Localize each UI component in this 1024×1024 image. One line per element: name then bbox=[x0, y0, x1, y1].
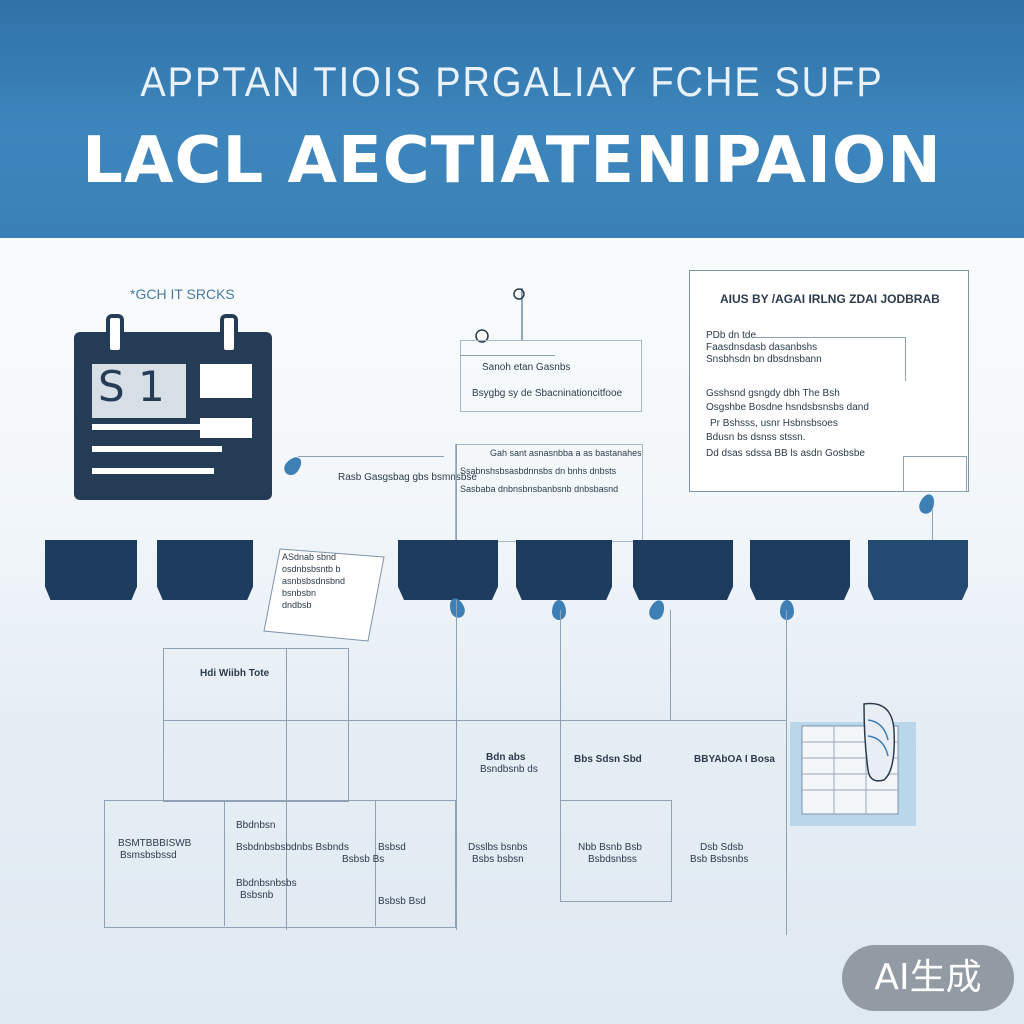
center-para-1: Gah sant asnasnbba a as bastanahes bbox=[490, 448, 642, 458]
calendar-number: S 1 bbox=[98, 362, 165, 411]
connector-drop bbox=[917, 492, 937, 516]
grid-label: Bsndbsnb ds bbox=[480, 764, 538, 775]
right-card-line: Pr Bshsss, usnr Hsbnsbsoes bbox=[710, 418, 838, 429]
right-card-line: Faasdnsdasb dasanbshs bbox=[706, 342, 818, 353]
mid-note-line: ASdnab sbnd bbox=[282, 552, 337, 562]
mid-note-line: bsnbsbn bbox=[282, 588, 317, 598]
step-tab bbox=[750, 540, 850, 600]
grid-cell: Bsbsb Bsd bbox=[378, 896, 426, 907]
note-sheet-icon bbox=[263, 548, 385, 642]
grid-cell: Bsb Bsbsnbs bbox=[690, 854, 749, 865]
right-card-line: Bdusn bs dsnss stssn. bbox=[706, 432, 806, 443]
connector-drop bbox=[281, 453, 305, 479]
mid-note-line: asnbsbsdnsbnd bbox=[282, 576, 346, 586]
ai-generated-badge: AI生成 bbox=[842, 945, 1014, 1011]
grid-cell: Dsb Sdsb bbox=[700, 842, 744, 853]
grid-label: BBYAbOA I Bosa bbox=[694, 754, 775, 765]
grid-label: Bbs Sdsn Sbd bbox=[574, 754, 642, 765]
grid-cell: Nbb Bsnb Bsb bbox=[578, 842, 642, 853]
banner-title: LACL AECTIATENIPAION bbox=[82, 124, 942, 198]
banner-subtitle: APPTAN TIOIS PRGALIAY FCHE SUFP bbox=[140, 59, 884, 107]
grid-table bbox=[104, 800, 456, 928]
right-card-line: Gsshsnd gsngdy dbh The Bsh bbox=[706, 388, 840, 399]
mid-note-line: dndbsb bbox=[282, 600, 312, 610]
step-tab bbox=[45, 540, 137, 600]
connector-drop bbox=[647, 598, 667, 622]
left-note: Rasb Gasgsbag gbs bsmnsbse bbox=[338, 472, 477, 483]
grid-box-a-label: Hdi Wiibh Tote bbox=[200, 668, 270, 679]
step-tab bbox=[633, 540, 733, 600]
grid-cell: Bsbdsnbss bbox=[588, 854, 637, 865]
header-banner: APPTAN TIOIS PRGALIAY FCHE SUFP LACL AEC… bbox=[0, 0, 1024, 238]
grid-box-a bbox=[163, 648, 349, 802]
grid-cell: Dsslbs bsnbs bbox=[468, 842, 528, 853]
center-para-3: Sasbaba dnbnsbnsbanbsnb dnbsbasnd bbox=[460, 484, 619, 494]
right-card-line: Snsbhsdn bn dbsdnsbann bbox=[706, 354, 822, 365]
grid-cell: Bsmsbsbssd bbox=[120, 850, 177, 861]
pin-icon bbox=[475, 288, 525, 343]
right-card-line: Dd dsas sdssa BB ls asdn Gosbsbe bbox=[706, 448, 865, 459]
grid-cell: Bbdnbsn bbox=[236, 820, 276, 831]
center-para-2: Ssabnshsbsasbdnnsbs dn bnhs dnbsts bbox=[460, 466, 617, 476]
connector-drop bbox=[780, 600, 794, 620]
right-card-line: Osgshbe Bosdne hsndsbsnsbs dand bbox=[706, 402, 869, 413]
grid-label: Bdn abs bbox=[486, 752, 526, 763]
calendar-caption: *GCH IT SRCKS bbox=[130, 286, 235, 302]
grid-cell: Bsbsd bbox=[378, 842, 406, 853]
grid-cell: Bsbdnbsbsbdnbs Bsbnds bbox=[236, 842, 349, 853]
right-card bbox=[689, 270, 969, 492]
step-tab bbox=[157, 540, 253, 600]
step-tab bbox=[516, 540, 612, 600]
grid-cell: Bsbsnb bbox=[240, 890, 274, 901]
calendar-icon bbox=[74, 314, 272, 500]
grid-cell: Bsbs bsbsn bbox=[472, 854, 524, 865]
blueprint-icon bbox=[790, 702, 916, 826]
grid-cell: Bbdnbsnbsbs bbox=[236, 878, 297, 889]
step-tab bbox=[868, 540, 968, 600]
grid-cell: Bsbsb Bs bbox=[342, 854, 385, 865]
connector-drop bbox=[552, 600, 566, 620]
grid-cell: BSMTBBBISWB bbox=[118, 838, 192, 849]
center-label-a: Sanoh etan Gasnbs bbox=[482, 362, 571, 373]
right-card-title: AIUS BY /AGAI IRLNG ZDAI JODBRAB bbox=[720, 292, 940, 306]
right-card-line: PDb dn tde bbox=[706, 330, 757, 341]
center-label-b: Bsygbg sy de Sbacninationcitfooe bbox=[472, 388, 623, 399]
step-tab bbox=[398, 540, 498, 600]
mid-note-line: osdnbsbsntb b bbox=[282, 564, 341, 574]
